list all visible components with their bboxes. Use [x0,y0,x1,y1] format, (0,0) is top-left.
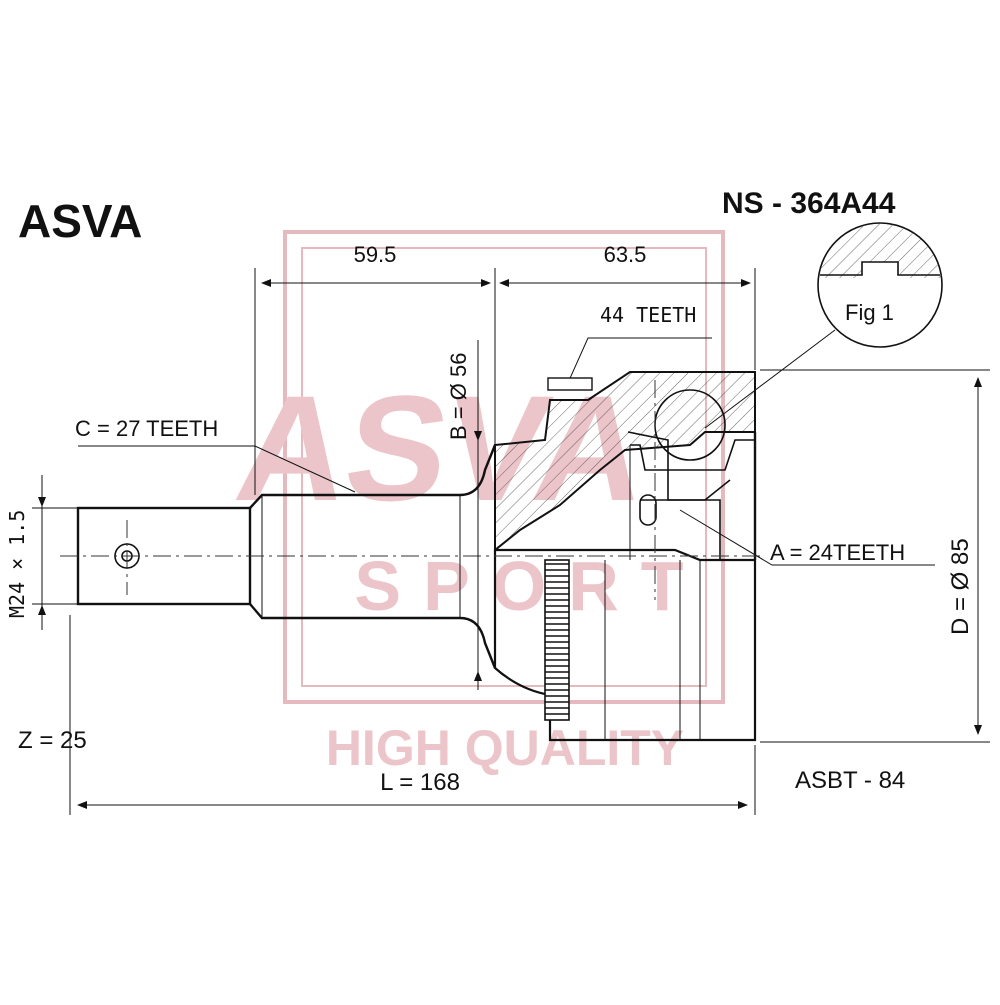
cv-housing [493,371,757,742]
top-dimension-lines [254,268,756,495]
z-label: Z = 25 [18,727,87,754]
c-teeth-leader [78,445,356,493]
watermark-sport-text: SPORT [354,547,705,625]
thread-label: M24 × 1.5 [5,510,29,618]
b-diameter-label: B = Ø 56 [446,353,471,440]
outer-teeth-leader [566,337,712,386]
watermark-frame [283,230,725,704]
a-teeth-leader [679,509,935,566]
c-teeth-label: C = 27 TEETH [75,416,218,441]
outer-teeth-label: 44 TEETH [600,303,696,327]
abs-ring-label: ASBT - 84 [795,767,905,794]
brand-label: ASVA [18,195,142,247]
abs-ring-teeth [545,563,569,715]
part-number: NS - 364A44 [722,187,896,220]
watermark-inner-frame [301,247,707,687]
total-length-label: L = 168 [380,769,460,796]
d-diameter-label: D = Ø 85 [947,538,974,635]
dim-length-left: 59.5 [354,242,397,267]
fig1-detail: Fig 1 [704,222,943,429]
inner-race-spline [639,494,657,526]
abs-ring [544,559,570,721]
fig1-label: Fig 1 [845,300,894,325]
watermark-quality-text: HIGH QUALITY [326,720,684,776]
a-teeth-label: A = 24TEETH [770,540,905,565]
dim-length-right: 63.5 [604,242,647,267]
